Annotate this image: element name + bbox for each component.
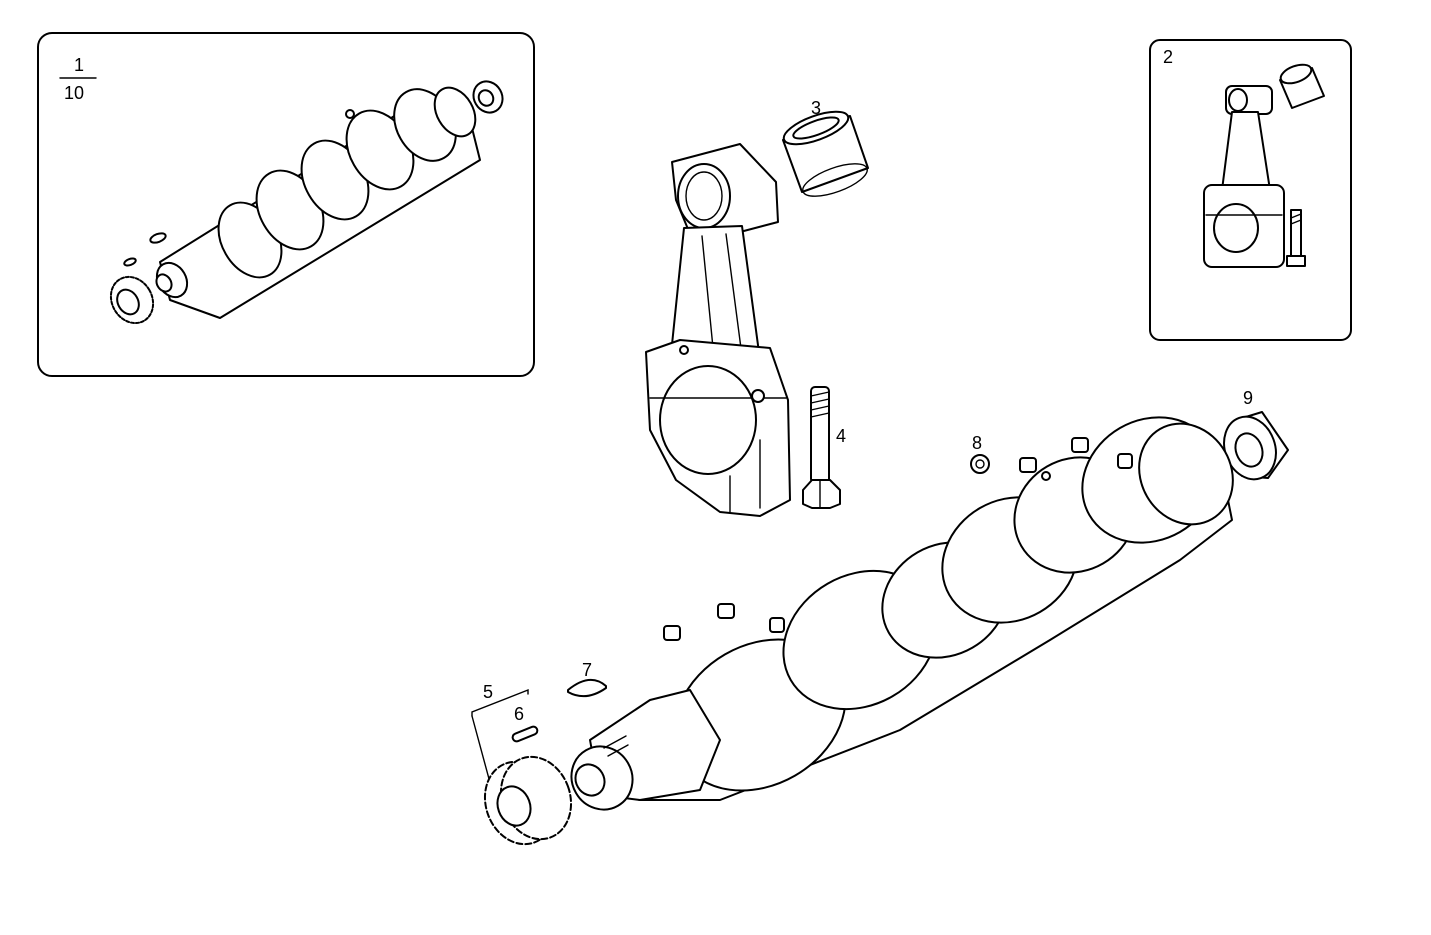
inset-crankshaft-illustration (109, 80, 504, 325)
bolt-part: 4 (802, 386, 846, 509)
gear-part (483, 755, 573, 846)
pin-part (511, 725, 539, 743)
bolt-callout: 4 (836, 426, 846, 446)
woodruff-key-callout: 7 (582, 660, 592, 680)
conrod-kit-label: 2 (1163, 47, 1173, 67)
bushing-part: 3 (782, 98, 869, 197)
inset-kit-numerator: 1 (74, 55, 84, 75)
crankshaft-part (570, 416, 1234, 811)
inset-conrod-kit: 2 (1149, 39, 1352, 341)
plug-part: 8 (970, 433, 990, 474)
gear-callout: 5 (483, 682, 493, 702)
inset-kit-denominator: 10 (64, 83, 84, 103)
inset-crankshaft-kit: 1 10 (37, 32, 535, 377)
seal-part: 9 (1223, 388, 1289, 481)
bushing-callout: 3 (811, 98, 821, 118)
gear-pin-group: 5 6 (471, 682, 573, 846)
connecting-rod-part (645, 143, 791, 517)
inset-conrod-illustration (1203, 63, 1325, 268)
plug-callout: 8 (972, 433, 982, 453)
woodruff-key-part: 7 (567, 660, 607, 698)
pin-callout: 6 (514, 704, 524, 724)
seal-callout: 9 (1243, 388, 1253, 408)
